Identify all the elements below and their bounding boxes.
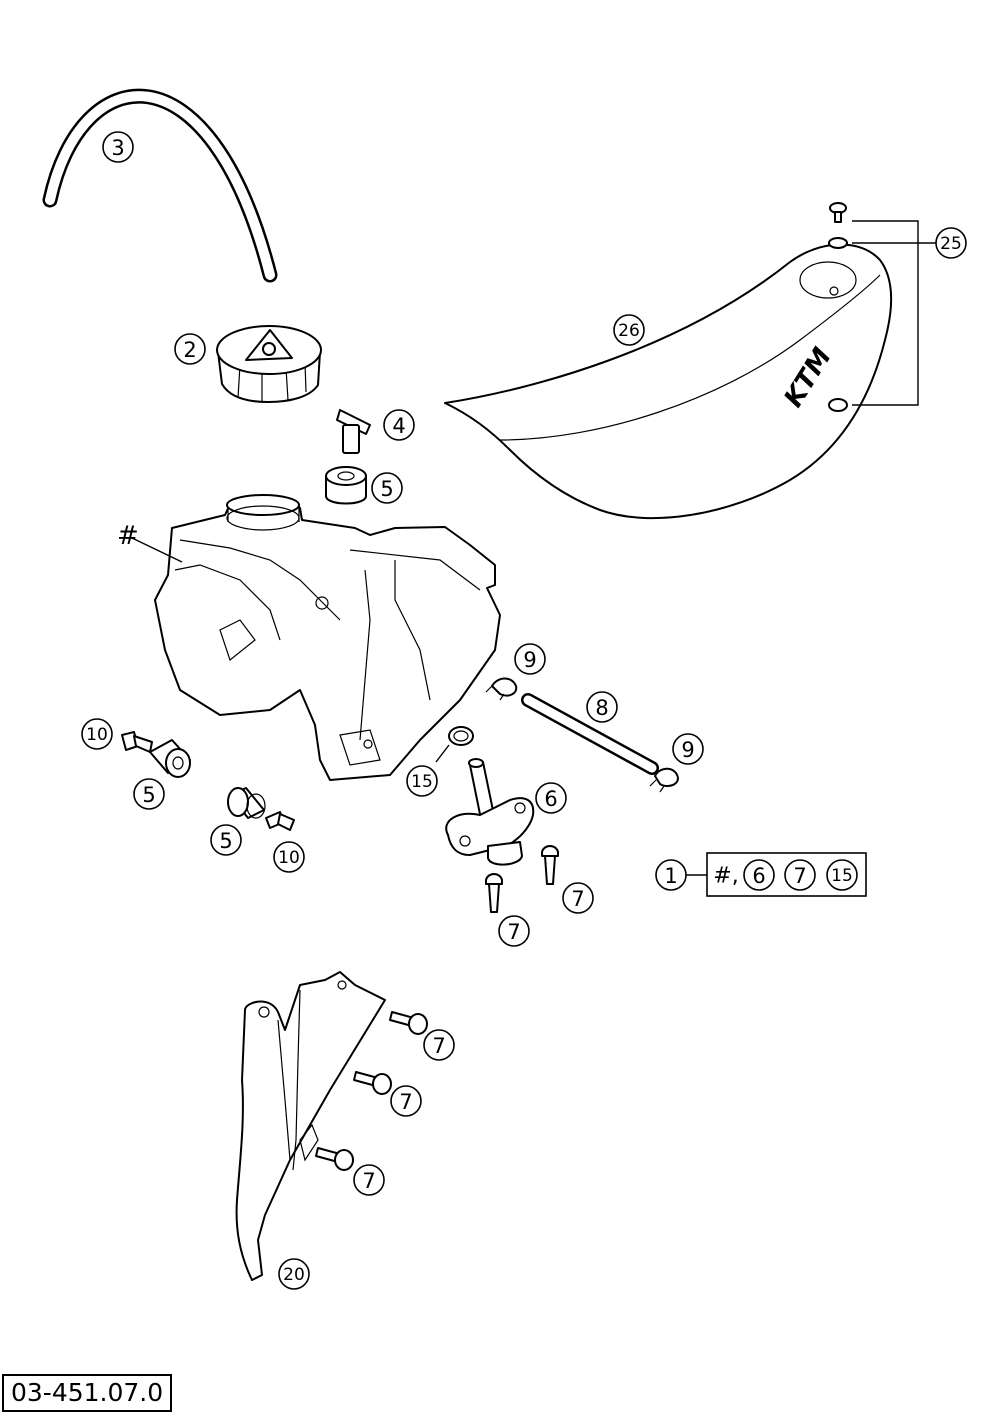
svg-text:7: 7 <box>507 920 520 944</box>
callout-2: 2 <box>174 333 206 365</box>
bolt-4 <box>336 409 371 454</box>
seat: KTM <box>444 243 893 519</box>
callout-9-lower: 9 <box>672 733 704 765</box>
fuel-cap <box>216 325 322 403</box>
callout-7-cover-middle: 7 <box>390 1085 422 1117</box>
svg-text:7: 7 <box>399 1090 412 1114</box>
callout-25: 25 <box>935 227 967 259</box>
svg-text:5: 5 <box>219 829 232 853</box>
tap-screw-left <box>485 873 503 913</box>
svg-text:10: 10 <box>86 725 108 745</box>
fuel-hose <box>521 693 659 775</box>
callout-3: 3 <box>102 131 134 163</box>
svg-text:15: 15 <box>831 866 853 886</box>
rubber-bushing-left <box>149 739 191 778</box>
svg-text:#: # <box>117 521 139 551</box>
callout-10-lower: 10 <box>273 841 305 873</box>
svg-text:7: 7 <box>793 864 806 888</box>
svg-text:1: 1 <box>664 864 677 888</box>
callout-8: 8 <box>586 691 618 723</box>
tap-screw-right <box>541 845 559 885</box>
svg-text:15: 15 <box>411 772 433 792</box>
svg-text:7: 7 <box>432 1034 445 1058</box>
rubber-bushing-lower <box>227 787 266 819</box>
svg-text:2: 2 <box>183 338 196 362</box>
cover-screw-top <box>389 1011 428 1035</box>
svg-text:#,: #, <box>713 864 738 889</box>
callout-7-cover-top: 7 <box>423 1029 455 1061</box>
svg-text:3: 3 <box>111 136 124 160</box>
callout-1: 1 <box>655 859 687 891</box>
svg-text:9: 9 <box>523 648 536 672</box>
hash-marker: # <box>117 521 183 563</box>
svg-text:5: 5 <box>380 477 393 501</box>
callout-9-upper: 9 <box>514 643 546 675</box>
side-cover <box>235 971 386 1281</box>
mounting-bolt-10-left <box>121 731 153 753</box>
cover-screw-bottom <box>315 1147 354 1171</box>
rubber-bushing-top <box>325 466 367 505</box>
svg-text:9: 9 <box>681 738 694 762</box>
svg-text:8: 8 <box>595 696 608 720</box>
svg-text:5: 5 <box>142 783 155 807</box>
callout-7-cover-bottom: 7 <box>353 1164 385 1196</box>
hose-clamp-upper <box>485 677 518 701</box>
callout-4: 4 <box>383 409 415 441</box>
callout-26: 26 <box>613 314 645 346</box>
svg-text:6: 6 <box>752 864 765 888</box>
svg-text:7: 7 <box>571 887 584 911</box>
o-ring <box>435 726 474 763</box>
callout-20: 20 <box>278 1258 310 1290</box>
callout-5-top: 5 <box>371 472 403 504</box>
breather-hose <box>42 88 278 283</box>
callout-15: 15 <box>406 765 438 797</box>
svg-text:26: 26 <box>618 321 640 341</box>
svg-text:25: 25 <box>940 234 962 254</box>
kit-box: #, 6 7 15 <box>686 852 867 897</box>
callout-5-left: 5 <box>133 778 165 810</box>
svg-text:20: 20 <box>283 1265 305 1285</box>
svg-text:4: 4 <box>392 414 405 438</box>
svg-text:7: 7 <box>362 1169 375 1193</box>
drawing-number-label: 03-451.07.0 <box>2 1374 173 1412</box>
fuel-tap <box>445 758 535 866</box>
seat-screw-25 <box>828 202 936 412</box>
cover-screw-middle <box>353 1071 392 1095</box>
svg-text:6: 6 <box>544 787 557 811</box>
mounting-bolt-10-lower <box>265 811 295 831</box>
svg-text:10: 10 <box>278 848 300 868</box>
hose-clamp-lower <box>649 767 679 793</box>
callout-7-tap-right: 7 <box>562 882 594 914</box>
callout-10-left: 10 <box>81 718 113 750</box>
fuel-tank <box>154 494 501 781</box>
callout-5-lower: 5 <box>210 824 242 856</box>
callout-7-tap-left: 7 <box>498 915 530 947</box>
callout-6: 6 <box>535 782 567 814</box>
